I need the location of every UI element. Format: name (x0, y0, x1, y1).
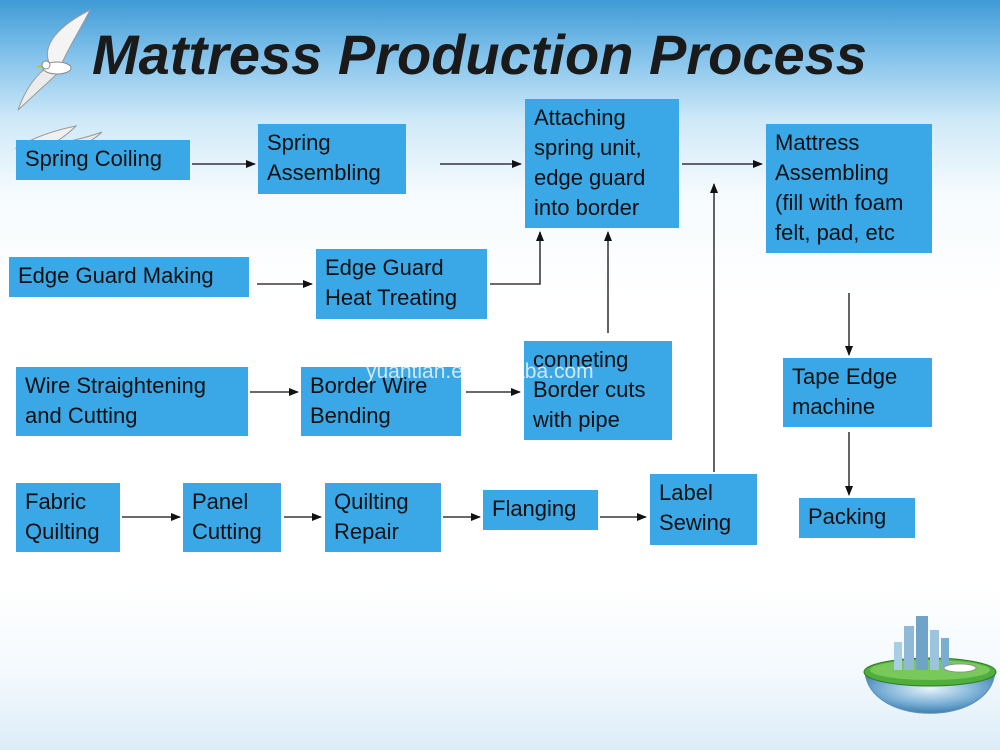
step-spring-coiling: Spring Coiling (16, 140, 190, 180)
step-label-line: Label (659, 480, 713, 505)
step-label-line: Attaching (534, 105, 626, 130)
step-flanging: Flanging (483, 490, 598, 530)
step-label-line: with pipe (533, 407, 620, 432)
watermark: yuantian.en.alibaba.com (366, 360, 594, 383)
step-label-line: Border cuts (533, 377, 646, 402)
step-label-line: machine (792, 394, 876, 419)
step-tape-edge-machine: Tape Edge machine (783, 358, 932, 427)
step-label-line: Sewing (659, 510, 732, 535)
step-label-line: Tape Edge (792, 364, 898, 389)
step-label-line: Panel (192, 489, 249, 514)
step-label-line: Edge Guard (325, 255, 444, 280)
step-label-line: Repair (334, 519, 399, 544)
city-globe-icon (863, 616, 997, 714)
step-attaching: Attaching spring unit, edge guard into bord… (525, 99, 679, 228)
step-label-line: Fabric (25, 489, 87, 514)
step-label-line: Assembling (775, 160, 889, 185)
step-wire-straightening: Wire Straightening and Cutting (16, 367, 248, 436)
step-label-line: Border Wire (310, 373, 428, 398)
step-label-line: (fill with foam (775, 190, 904, 215)
step-edge-guard-making: Edge Guard Making (9, 257, 249, 297)
step-label-line: Bending (310, 403, 391, 428)
step-label-line: Quilting (334, 489, 409, 514)
step-label-line: conneting (533, 347, 629, 372)
step-label-line: Spring (267, 130, 331, 155)
step-label-line: Heat Treating (325, 285, 458, 310)
step-label-line: Edge Guard Making (18, 263, 214, 288)
step-label-line: Quilting (25, 519, 100, 544)
step-label-line: edge guard (534, 165, 646, 190)
step-packing: Packing (799, 498, 915, 538)
seagull-icon (17, 8, 92, 111)
step-label-line: and Cutting (25, 403, 138, 428)
step-label-line: Mattress (775, 130, 860, 155)
step-label-line: Flanging (492, 496, 577, 521)
step-label-line: Cutting (192, 519, 262, 544)
step-label-line: Packing (808, 504, 887, 529)
step-label-line: Spring Coiling (25, 146, 162, 171)
step-label-line: Assembling (267, 160, 381, 185)
step-label-line: into border (534, 195, 640, 220)
page-title: Mattress Production Process (92, 23, 867, 86)
step-label-line: spring unit, (534, 135, 642, 160)
step-label-line: felt, pad, etc (775, 220, 895, 245)
arrow (490, 231, 544, 285)
step-label-line: Wire Straightening (25, 373, 206, 398)
